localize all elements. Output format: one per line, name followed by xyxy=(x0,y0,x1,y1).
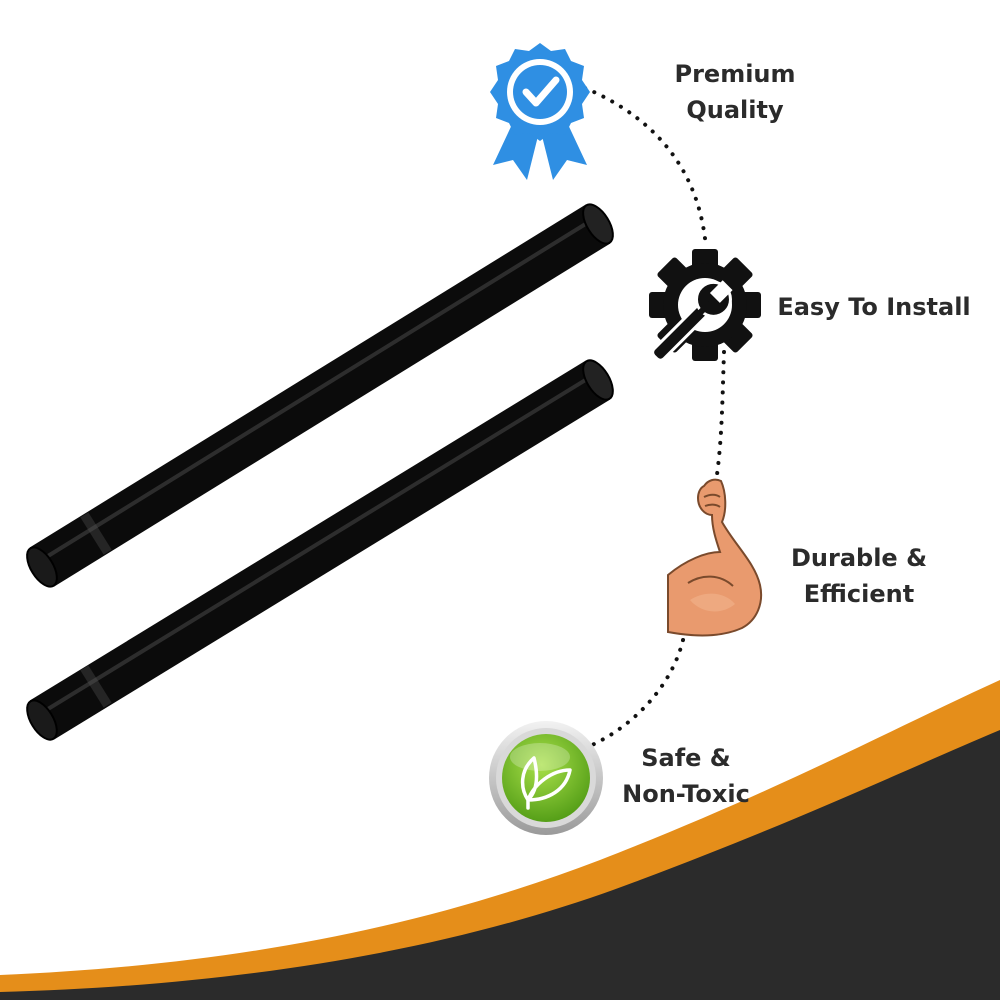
pipe-upper xyxy=(26,203,614,588)
feature-label-line1: Safe & xyxy=(641,744,731,772)
leaf-badge-icon xyxy=(489,721,603,835)
feature-label-line1: Easy To Install xyxy=(777,293,971,321)
feature-label-line2: Non-Toxic xyxy=(622,780,750,808)
feature-label-durable-efficient: Durable & Efficient xyxy=(774,540,944,612)
feature-label-easy-to-install: Easy To Install xyxy=(776,289,972,325)
gear-wrench-icon xyxy=(649,249,761,362)
feature-label-line1: Durable & xyxy=(790,544,927,572)
feature-label-premium-quality: Premium Quality xyxy=(655,56,815,128)
pipe-lower xyxy=(26,359,614,741)
swoosh-dark-band xyxy=(0,730,1000,1000)
feature-label-line2: Efficient xyxy=(803,580,915,608)
feature-label-line1: Premium xyxy=(674,60,796,88)
award-ribbon-check-icon xyxy=(490,43,590,180)
feature-label-safe-non-toxic: Safe & Non-Toxic xyxy=(606,740,766,812)
flexed-arm-icon xyxy=(667,478,762,637)
feature-label-line2: Quality xyxy=(686,96,784,124)
